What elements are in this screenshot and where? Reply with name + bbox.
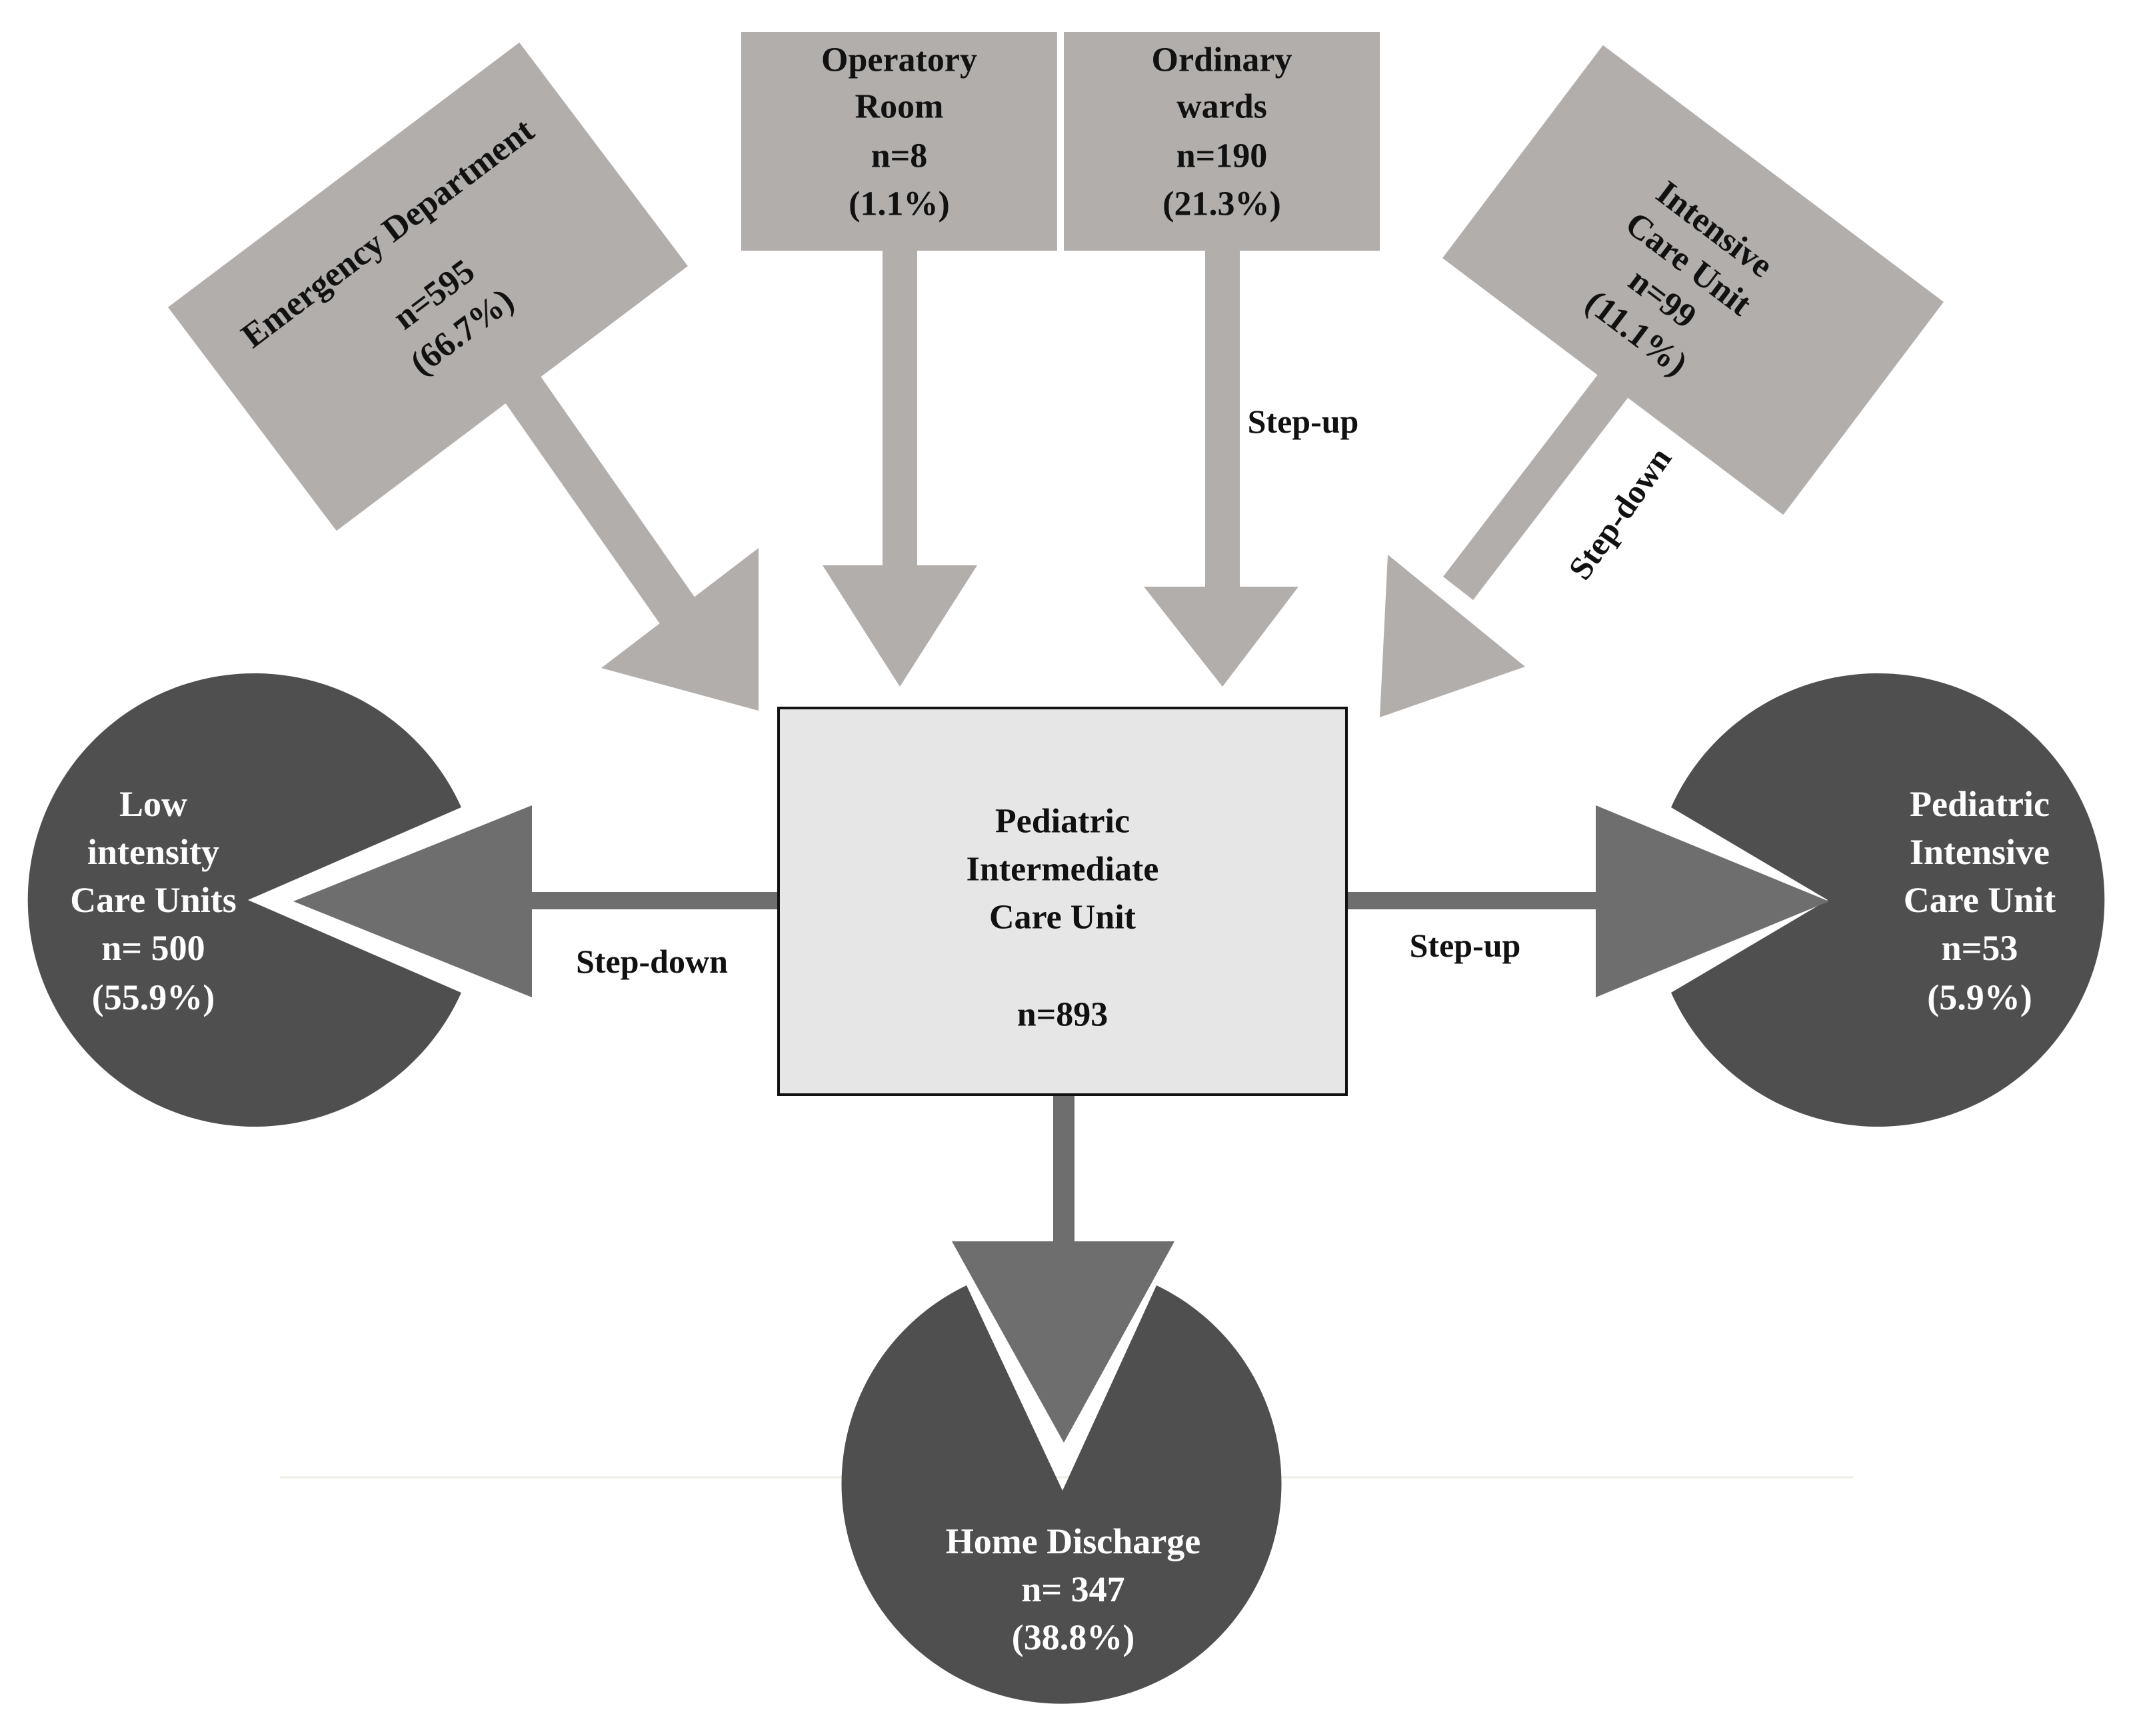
svg-text:Home Discharge: Home Discharge bbox=[946, 1521, 1200, 1561]
svg-text:Pediatric: Pediatric bbox=[1910, 784, 2050, 824]
operatory-room-n: n=8 bbox=[871, 137, 928, 175]
emergency-department-box: Emergency Department n=595 (66.7%) bbox=[168, 42, 688, 531]
svg-text:(55.9%): (55.9%) bbox=[92, 977, 215, 1017]
svg-text:intensity: intensity bbox=[87, 832, 219, 872]
icu-arrow bbox=[1380, 363, 1636, 717]
ordinary-wards-line2: wards bbox=[1176, 88, 1267, 126]
picu-text: Pediatric Intensive Care Unit n=53 (5.9%… bbox=[1904, 784, 2056, 1017]
svg-text:Care Units: Care Units bbox=[70, 880, 237, 920]
operatory-room-box: Operatory Room n=8 (1.1%) bbox=[741, 32, 1057, 251]
home-discharge-text: Home Discharge n= 347 (38.8%) bbox=[946, 1521, 1200, 1657]
operatory-room-pct: (1.1%) bbox=[849, 185, 950, 223]
operatory-arrow bbox=[823, 247, 977, 687]
center-line3: Care Unit bbox=[989, 899, 1136, 937]
icu-source-box: Intensive Care Unit n=99 (11.1%) bbox=[1442, 45, 1944, 515]
operatory-room-line1: Operatory bbox=[821, 41, 977, 79]
picu-intermediate-box: Pediatric Intermediate Care Unit n=893 bbox=[777, 707, 1348, 1096]
wards-step-up-label: Step-up bbox=[1248, 403, 1359, 440]
ordinary-wards-line1: Ordinary bbox=[1152, 41, 1292, 79]
picu-pie bbox=[1671, 673, 2105, 1127]
svg-text:Care Unit: Care Unit bbox=[1904, 880, 2056, 920]
ordinary-wards-n: n=190 bbox=[1176, 137, 1268, 175]
low-intensity-text: Low intensity Care Units n= 500 (55.9%) bbox=[70, 784, 237, 1017]
step-up-label: Step-up bbox=[1410, 927, 1521, 964]
emergency-arrow bbox=[485, 347, 759, 711]
svg-text:(5.9%): (5.9%) bbox=[1927, 977, 2032, 1017]
step-down-label: Step-down bbox=[576, 943, 728, 980]
wards-arrow bbox=[1144, 247, 1298, 687]
svg-text:n=53: n=53 bbox=[1942, 928, 2018, 968]
ordinary-wards-pct: (21.3%) bbox=[1162, 185, 1281, 223]
center-line1: Pediatric bbox=[995, 803, 1130, 841]
center-n: n=893 bbox=[1017, 996, 1108, 1034]
low-intensity-pie bbox=[27, 673, 462, 1127]
svg-text:n= 347: n= 347 bbox=[1021, 1569, 1124, 1609]
step-down-arrow bbox=[293, 805, 780, 997]
home-discharge-pie bbox=[841, 1285, 1282, 1704]
home-discharge-arrow bbox=[952, 1093, 1174, 1443]
step-up-arrow bbox=[1346, 805, 1829, 997]
center-line2: Intermediate bbox=[967, 851, 1159, 889]
operatory-room-line2: Room bbox=[855, 88, 944, 126]
svg-text:(38.8%): (38.8%) bbox=[1012, 1617, 1134, 1657]
svg-text:Low: Low bbox=[119, 784, 187, 824]
svg-text:n= 500: n= 500 bbox=[101, 928, 205, 968]
ordinary-wards-box: Ordinary wards n=190 (21.3%) bbox=[1064, 32, 1380, 251]
svg-text:Intensive: Intensive bbox=[1910, 832, 2050, 872]
